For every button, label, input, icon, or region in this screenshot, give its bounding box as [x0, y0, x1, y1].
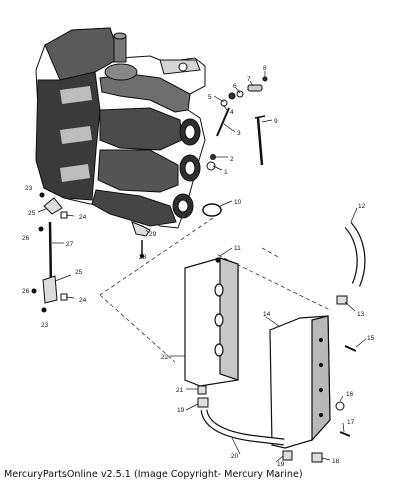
assembly-guide-lines — [99, 217, 331, 363]
callout-1: 1 — [224, 169, 228, 176]
check-valve-fittings — [206, 76, 268, 171]
exhaust-cover-part-14 — [269, 315, 331, 449]
callout-12: 12 — [358, 203, 366, 210]
callout-15: 15 — [367, 335, 375, 342]
linkage-assembly-left — [31, 192, 68, 313]
callout-7: 7 — [247, 76, 251, 83]
callout-10: 10 — [234, 199, 242, 206]
callout-21: 21 — [176, 387, 184, 394]
intake-ports — [172, 118, 201, 219]
callout-4: 4 — [230, 109, 234, 116]
callout-19: 19 — [277, 461, 285, 468]
callout-14: 14 — [263, 311, 271, 318]
callout-17: 17 — [347, 419, 355, 426]
part-callout-numbers: 1234567891011121314151617181919202122232… — [22, 65, 375, 468]
callout-5: 5 — [208, 94, 212, 101]
callout-2: 2 — [230, 156, 234, 163]
fasteners-right — [311, 345, 357, 463]
fitting-part-13 — [336, 295, 348, 305]
fittings-19-21 — [197, 385, 293, 461]
callout-16: 16 — [346, 391, 354, 398]
callout-18: 18 — [332, 458, 340, 465]
callout-23: 23 — [41, 322, 49, 329]
callout-23: 23 — [25, 185, 33, 192]
callout-25: 25 — [75, 269, 83, 276]
callout-3: 3 — [237, 130, 241, 137]
callout-6: 6 — [233, 83, 237, 90]
ring-gasket-part-10 — [202, 203, 222, 217]
callout-20: 20 — [231, 453, 239, 460]
callout-24: 24 — [79, 297, 87, 304]
callout-11: 11 — [234, 245, 241, 252]
callout-29: 29 — [149, 231, 157, 238]
hose-part-12 — [344, 221, 366, 287]
callout-19: 19 — [177, 407, 185, 414]
cylinder-block-assembly — [35, 27, 206, 229]
callout-8: 8 — [263, 65, 267, 72]
callout-22: 22 — [161, 354, 169, 361]
callout-24: 24 — [79, 214, 87, 221]
image-copyright-caption: MercuryPartsOnline v2.5.1 (Image Copyrig… — [4, 469, 303, 480]
leader-lines — [37, 71, 367, 463]
callout-13: 13 — [357, 311, 365, 318]
plate-part-22 — [184, 257, 239, 387]
callout-25: 25 — [28, 210, 36, 217]
callout-28: 28 — [139, 254, 147, 261]
rod-part-9 — [254, 115, 266, 166]
callout-27: 27 — [66, 241, 74, 248]
callout-26: 26 — [22, 288, 30, 295]
callout-9: 9 — [274, 118, 278, 125]
hose-part-20 — [200, 409, 285, 446]
callout-26: 26 — [22, 235, 30, 242]
clip-part-29 — [131, 221, 151, 259]
